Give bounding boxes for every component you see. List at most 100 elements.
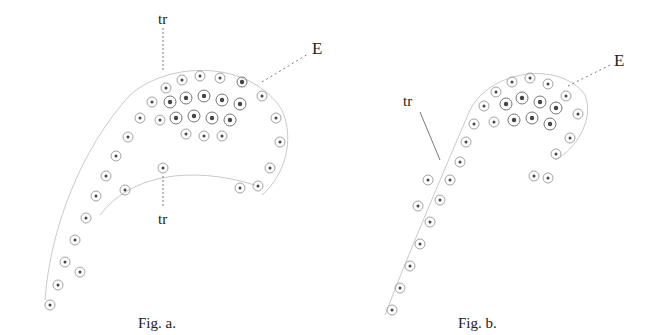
cell-membrane bbox=[257, 91, 267, 101]
cell bbox=[415, 239, 425, 249]
cell-nucleus bbox=[85, 217, 88, 220]
cell-nucleus bbox=[399, 287, 402, 290]
cell bbox=[544, 118, 556, 130]
cell bbox=[224, 114, 236, 126]
cell bbox=[60, 257, 70, 267]
cell-membrane bbox=[198, 90, 210, 102]
tissue-outline bbox=[45, 70, 288, 300]
cell-nucleus bbox=[203, 135, 206, 138]
cell-membrane bbox=[188, 110, 200, 122]
cell bbox=[573, 109, 583, 119]
cell-nucleus bbox=[520, 96, 524, 100]
cell bbox=[265, 163, 275, 173]
cell bbox=[181, 129, 191, 139]
cell-nucleus bbox=[64, 261, 67, 264]
cell-membrane bbox=[445, 175, 455, 185]
cell-membrane bbox=[234, 98, 246, 110]
cell bbox=[423, 175, 433, 185]
cell-membrane bbox=[387, 305, 397, 315]
cell bbox=[387, 305, 397, 315]
cell bbox=[199, 131, 209, 141]
cell-membrane bbox=[135, 113, 145, 123]
cell-membrane bbox=[529, 171, 539, 181]
cell-membrane bbox=[516, 92, 528, 104]
cell bbox=[500, 98, 512, 110]
cell-nucleus bbox=[512, 118, 516, 122]
cell-membrane bbox=[224, 114, 236, 126]
cell-nucleus bbox=[538, 100, 542, 104]
cell-nucleus bbox=[239, 187, 242, 190]
cell bbox=[425, 217, 435, 227]
cell-membrane bbox=[415, 239, 425, 249]
cell-membrane bbox=[469, 119, 479, 129]
cell-nucleus bbox=[115, 155, 118, 158]
cell bbox=[217, 131, 227, 141]
cell-nucleus bbox=[548, 122, 552, 126]
cell bbox=[489, 117, 499, 127]
cell-membrane bbox=[101, 171, 111, 181]
cell-nucleus bbox=[473, 123, 476, 126]
cell-membrane bbox=[237, 77, 247, 87]
cell-membrane bbox=[235, 183, 245, 193]
cell-membrane bbox=[500, 98, 512, 110]
cell-membrane bbox=[70, 235, 80, 245]
cell bbox=[215, 73, 225, 83]
cell-membrane bbox=[45, 300, 55, 310]
cell-nucleus bbox=[269, 167, 272, 170]
cell-membrane bbox=[181, 129, 191, 139]
cell-nucleus bbox=[238, 102, 242, 106]
leader-line bbox=[163, 176, 164, 208]
cell-membrane bbox=[161, 83, 171, 93]
cell-membrane bbox=[271, 113, 281, 123]
cell-membrane bbox=[573, 109, 583, 119]
cell-nucleus bbox=[79, 271, 82, 274]
cell-nucleus bbox=[199, 75, 202, 78]
cell-nucleus bbox=[202, 94, 206, 98]
cell-nucleus bbox=[210, 116, 214, 120]
cell-membrane bbox=[215, 73, 225, 83]
cell bbox=[529, 171, 539, 181]
cell-nucleus bbox=[181, 79, 184, 82]
cell-membrane bbox=[275, 137, 285, 147]
cell bbox=[435, 195, 445, 205]
cell-nucleus bbox=[139, 117, 142, 120]
cell bbox=[525, 73, 535, 83]
cell-nucleus bbox=[483, 105, 486, 108]
cell-membrane bbox=[111, 151, 121, 161]
cell-membrane bbox=[265, 163, 275, 173]
cell bbox=[81, 213, 91, 223]
cell-nucleus bbox=[261, 95, 264, 98]
cell bbox=[111, 151, 121, 161]
cell-membrane bbox=[147, 97, 157, 107]
cell bbox=[180, 92, 192, 104]
cell-nucleus bbox=[275, 117, 278, 120]
cell bbox=[561, 91, 571, 101]
cell bbox=[170, 112, 182, 124]
cell-nucleus bbox=[391, 309, 394, 312]
cell-membrane bbox=[435, 195, 445, 205]
cell-membrane bbox=[170, 112, 182, 124]
cell-nucleus bbox=[174, 116, 178, 120]
cell-membrane bbox=[413, 201, 423, 211]
cell-membrane bbox=[180, 92, 192, 104]
cell-membrane bbox=[177, 75, 187, 85]
cell bbox=[491, 87, 501, 97]
cell-nucleus bbox=[439, 199, 442, 202]
cell bbox=[534, 96, 546, 108]
cell bbox=[177, 75, 187, 85]
cell bbox=[550, 102, 562, 114]
cell-membrane bbox=[120, 185, 130, 195]
cell-nucleus bbox=[409, 265, 412, 268]
tissue-outline bbox=[385, 74, 588, 315]
cell-nucleus bbox=[493, 121, 496, 124]
cell-nucleus bbox=[220, 98, 224, 102]
cell bbox=[413, 201, 423, 211]
cell-membrane bbox=[543, 79, 553, 89]
cell-nucleus bbox=[279, 141, 282, 144]
cell bbox=[405, 261, 415, 271]
cell-nucleus bbox=[221, 135, 224, 138]
cell-membrane bbox=[455, 157, 465, 167]
cell-membrane bbox=[123, 132, 133, 142]
cell-nucleus bbox=[429, 221, 432, 224]
